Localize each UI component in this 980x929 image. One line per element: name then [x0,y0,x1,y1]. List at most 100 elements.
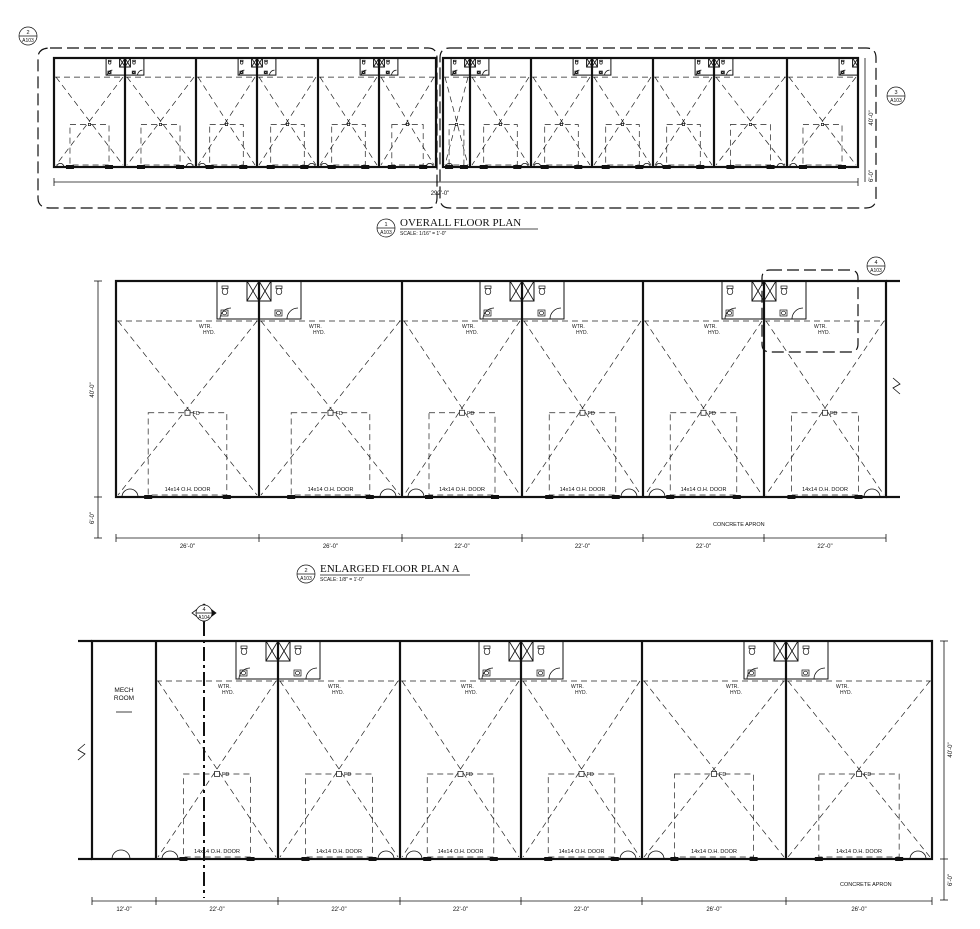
mechanical-chase [713,57,720,68]
water-hydrant-label: WTR. [726,684,739,690]
overall-total-dimension: 292'-0" [431,191,450,197]
mechanical-chase [521,280,535,302]
floor-drain-icon [749,123,752,126]
bay-width-dimension: 22'-0" [454,544,469,550]
overhead-door-jamb [666,495,675,499]
overhead-door-jamb [65,165,74,169]
overall-plan-title: OVERALL FLOOR PLAN [400,217,521,229]
plan-b-apron-label: CONCRETE APRON [840,882,892,888]
overhead-door-label: 14x14 O.H. DOOR [802,487,848,493]
toilet-icon [721,60,725,65]
water-hydrant-label: HYD. [576,330,588,336]
section-cut-number: 4 [202,607,205,613]
overhead-door-jamb [574,165,583,169]
overhead-door-label: 14x14 O.H. DOOR [560,487,606,493]
restroom [216,280,260,320]
toilet-icon [841,60,845,65]
overhead-door-jamb [726,165,735,169]
overhead-door-jamb [544,857,553,861]
mechanical-chase [378,57,385,68]
floor-drain-icon [700,409,707,416]
plan-a-bay-dimensions: 26'-0"26'-0"22'-0"22'-0"22'-0"22'-0" [115,534,887,550]
water-hydrant-label: WTR. [199,324,212,330]
man-door-swing [533,163,542,168]
restroom [694,57,715,76]
water-hydrant-label: HYD. [203,330,215,336]
water-hydrant-label: HYD. [818,330,830,336]
floor-drain-icon [621,123,624,126]
overhead-door-jamb [787,495,796,499]
overhead-door-jamb [222,495,231,499]
restroom [237,57,258,76]
toilet-icon [264,60,268,65]
man-door-swing [185,163,194,168]
enlarged-area-boundary-b [439,47,877,209]
overhead-door-jamb [838,165,847,169]
restroom [721,280,765,320]
overhead-door-clearance [666,124,701,166]
water-hydrant-label: HYD. [332,690,344,696]
bay-width-dimension: 22'-0" [453,907,468,913]
mechanical-chase [852,57,859,68]
overhead-door-clearance [544,124,579,166]
floor-drain-icon [184,409,191,416]
mech-room-label: MECH [114,687,133,694]
restroom-door-swing [219,307,232,320]
man-door-swing [789,163,798,168]
restroom [124,57,145,76]
overhead-door-jamb [365,495,374,499]
overhead-door-jamb [287,495,296,499]
mechanical-chase [763,280,777,302]
overhead-door-label: 14x14 O.H. DOOR [308,487,354,493]
floor-drain-label: FD [467,411,474,417]
restroom-door-swing [813,667,826,680]
floor-drain-label: FD [222,772,229,778]
floor-drain-icon [225,123,228,126]
floor-drain-icon [682,123,685,126]
restroom-door-swing [482,307,495,320]
overhead-door-clearance [391,124,424,166]
restroom [743,640,787,680]
floor-drain-label: FD [588,411,595,417]
overhead-door-jamb [327,165,336,169]
overhead-door-jamb [205,165,214,169]
overhead-door-label: 14x14 O.H. DOOR [836,849,882,855]
bay-width-dimension: 26'-0" [180,544,195,550]
toilet-icon [386,60,390,65]
garage-bay [531,57,594,169]
toilet-icon [748,647,756,656]
garage-bay [713,57,789,169]
bay-width-dimension: 22'-0" [331,907,346,913]
garage-bay [469,57,533,169]
overhead-door-jamb [266,165,275,169]
callout-tag-overall-right: 3 A103 [886,86,906,106]
toilet-icon [275,287,283,296]
overhead-door-jamb [419,165,428,169]
overhead-door-clearance [270,124,305,166]
overhead-door-clearance [331,124,366,166]
overhead-door-jamb [545,495,554,499]
bay-width-dimension: 22'-0" [574,907,589,913]
overhead-door-jamb [425,495,433,499]
overhead-door-clearance [547,773,616,858]
mech-room-door-swing [111,849,131,860]
floor-drain-icon [214,771,220,777]
restroom-door-swing [286,307,299,320]
toilet-icon [477,60,481,65]
floor-drain-icon [88,123,91,126]
section-cut-line: 4 A104 [191,603,217,898]
overhead-door-jamb [176,165,185,169]
svg-text:2: 2 [304,568,307,574]
man-door-swing [379,488,397,498]
overhead-door-jamb [611,495,620,499]
restroom [258,280,302,320]
plan-a-title-block: 2 A103 ENLARGED FLOOR PLAN A SCALE: 1/8"… [296,563,470,584]
restroom [359,57,380,76]
toilet-icon [132,60,136,65]
garage-bay [196,57,259,169]
water-hydrant-label: WTR. [309,324,322,330]
toilet-icon [108,60,112,65]
